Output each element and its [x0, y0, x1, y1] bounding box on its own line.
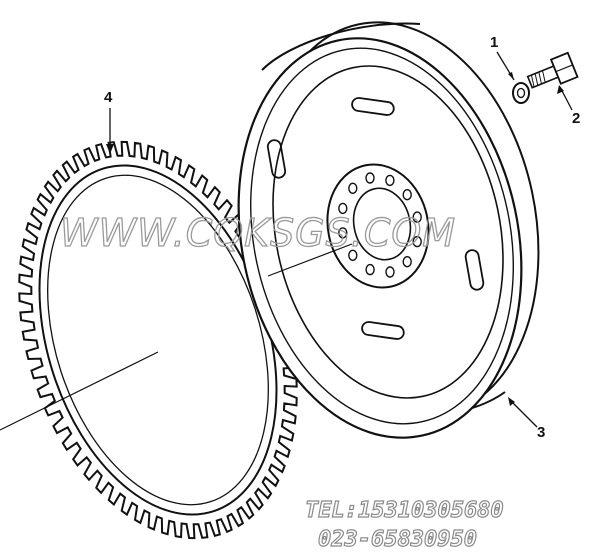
washer: [512, 82, 530, 104]
bolt-threads: [530, 70, 546, 88]
hub-bolt-hole: [348, 249, 358, 262]
flywheel-front-lip: [250, 47, 514, 425]
flywheel-face: [272, 65, 504, 399]
flywheel-hub-bolt-holes: [338, 172, 422, 278]
flywheel-hub-outer: [326, 163, 430, 289]
ring-gear: [18, 140, 298, 540]
watermark-phone-2: 023-65830950: [318, 527, 477, 552]
hub-bolt-hole: [365, 263, 375, 276]
flywheel-slot-right: [464, 249, 485, 291]
ring-gear-axis-line: [0, 351, 159, 431]
bolt: [526, 51, 579, 89]
callout-1-label: 1: [490, 34, 498, 51]
callout-3: 3: [508, 397, 545, 441]
hub-bolt-hole: [385, 266, 395, 278]
callout-2-label: 2: [572, 110, 580, 127]
flywheel-slot-left: [266, 139, 287, 179]
ring-gear-teeth: [18, 140, 298, 540]
callout-3-label: 3: [537, 424, 545, 441]
hub-bolt-hole: [338, 202, 348, 215]
flywheel-hub-inner: [352, 187, 412, 261]
callout-4-label: 4: [104, 89, 113, 106]
hub-bolt-hole: [385, 174, 395, 187]
callout-2: 2: [557, 85, 580, 127]
flywheel-slot-top: [351, 97, 395, 116]
callout-1: 1: [490, 34, 515, 81]
hub-bolt-hole: [348, 182, 358, 195]
watermark-phone: TEL:15310305680: [305, 498, 504, 523]
flywheel-front-rim: [237, 37, 523, 439]
flywheel-axis-line: [267, 243, 353, 277]
hub-bolt-hole: [412, 235, 422, 248]
hub-bolt-hole: [338, 227, 348, 239]
hub-bolt-hole: [402, 256, 412, 268]
flywheel-slot-bottom: [361, 321, 405, 340]
ring-gear-inner-edge: [47, 174, 269, 506]
hub-bolt-hole: [365, 172, 375, 184]
watermark-url: WWW.CQKSGS.COM: [60, 211, 456, 255]
hub-bolt-hole: [412, 211, 422, 223]
callout-4: 4: [104, 89, 114, 154]
hub-bolt-hole: [402, 188, 412, 201]
flywheel: [237, 21, 540, 439]
